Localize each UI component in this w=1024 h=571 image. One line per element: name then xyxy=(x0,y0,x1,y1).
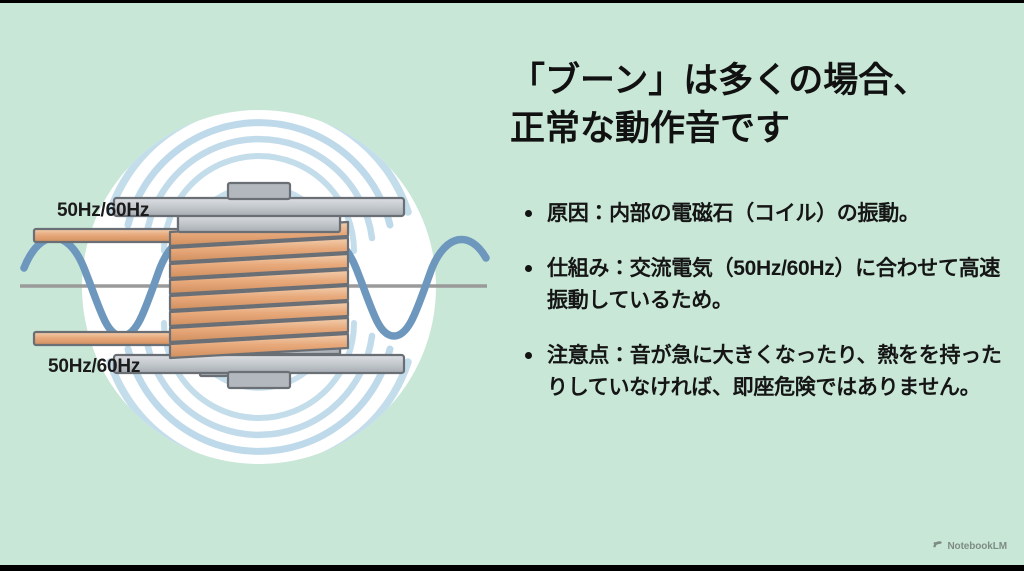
bullet-list: 原因：内部の電磁石（コイル）の振動。 仕組み：交流電気（50Hz/60Hz）に合… xyxy=(522,198,1002,404)
coil-top-flange xyxy=(112,181,406,234)
notebooklm-spark-icon xyxy=(932,537,943,555)
bullet-item: 原因：内部の電磁石（コイル）の振動。 xyxy=(522,198,1002,230)
frequency-label-top: 50Hz/60Hz xyxy=(57,200,150,221)
bullet-dot-icon xyxy=(525,210,532,217)
slide-title-line-2: 正常な動作音です xyxy=(510,109,791,149)
letterbox-bottom xyxy=(0,565,1024,571)
bullet-text: 注意点：音が急に大きくなったり、熱をを持ったりしていなければ、即座危険ではありま… xyxy=(547,343,1002,399)
bullet-item: 注意点：音が急に大きくなったり、熱をを持ったりしていなければ、即座危険ではありま… xyxy=(522,340,1002,404)
electromagnet-coil xyxy=(32,181,406,390)
bullet-dot-icon xyxy=(525,351,532,359)
notebooklm-watermark: NotebookLM xyxy=(932,537,1007,555)
electromagnet-illustration: 50Hz/60Hz 50Hz/60Hz xyxy=(0,0,500,571)
bullet-text: 仕組み：交流電気（50Hz/60Hz）に合わせて高速振動しているため。 xyxy=(547,256,1001,312)
text-panel: 「ブーン」は多くの場合、 正常な動作音です 原因：内部の電磁石（コイル）の振動。… xyxy=(505,0,1005,571)
bullet-item: 仕組み：交流電気（50Hz/60Hz）に合わせて高速振動しているため。 xyxy=(522,253,1002,317)
copper-windings xyxy=(168,220,350,360)
slide-title: 「ブーン」は多くの場合、 正常な動作音です xyxy=(510,57,1005,154)
bullet-dot-icon xyxy=(525,264,532,272)
frequency-label-bottom: 50Hz/60Hz xyxy=(48,356,141,377)
slide-title-line-1: 「ブーン」は多くの場合、 xyxy=(510,61,929,100)
notebooklm-watermark-label: NotebookLM xyxy=(947,540,1007,552)
bullet-text: 原因：内部の電磁石（コイル）の振動。 xyxy=(547,202,920,225)
letterbox-top xyxy=(0,0,1024,3)
